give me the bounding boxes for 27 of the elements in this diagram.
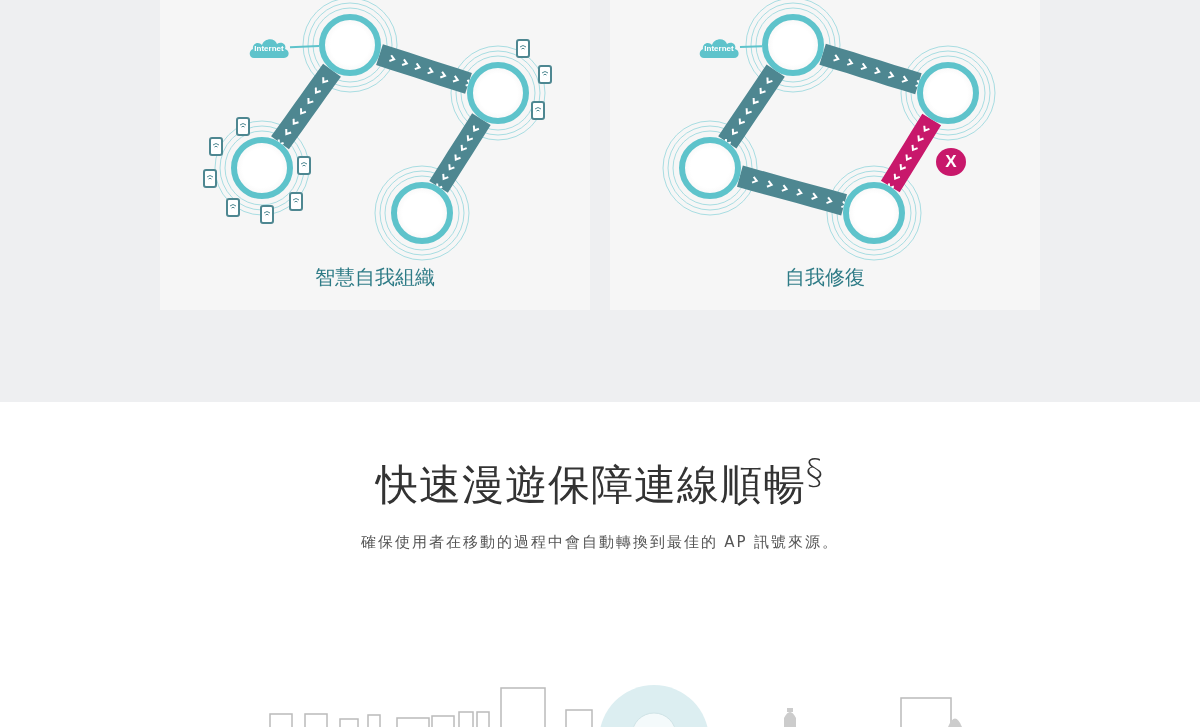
mesh-link-arrow xyxy=(429,113,491,193)
access-point-disc xyxy=(467,62,529,124)
mesh-link-arrow xyxy=(819,43,922,95)
access-point-disc xyxy=(679,137,741,199)
access-point-disc xyxy=(762,14,824,76)
feature-panel xyxy=(160,0,590,310)
access-point-disc xyxy=(231,137,293,199)
panel-caption: 自我修復 xyxy=(784,264,866,291)
mesh-link-arrow xyxy=(718,64,785,149)
mesh-link-arrow xyxy=(880,113,942,193)
access-point-disc xyxy=(391,182,453,244)
mesh-link-arrow xyxy=(271,63,341,150)
mesh-link-arrow xyxy=(376,44,472,94)
access-point-disc xyxy=(917,62,979,124)
cloud-shape xyxy=(698,37,740,59)
access-point-disc xyxy=(843,182,905,244)
section-description: 確保使用者在移動的過程中會自動轉換到最佳的 AP 訊號來源。 xyxy=(359,533,841,552)
connector-line xyxy=(739,45,763,49)
mesh-link-arrow xyxy=(737,165,847,216)
access-point-disc xyxy=(319,14,381,76)
cloud-shape xyxy=(248,37,290,59)
connector-line xyxy=(289,45,320,49)
panel-caption: 智慧自我組織 xyxy=(314,264,436,291)
cloud-label: Internet xyxy=(704,43,734,53)
section-heading: 快速漫遊保障連線順暢$^{§}$ xyxy=(374,452,826,511)
cloud-label: Internet xyxy=(254,43,284,53)
feature-panel xyxy=(610,0,1040,310)
